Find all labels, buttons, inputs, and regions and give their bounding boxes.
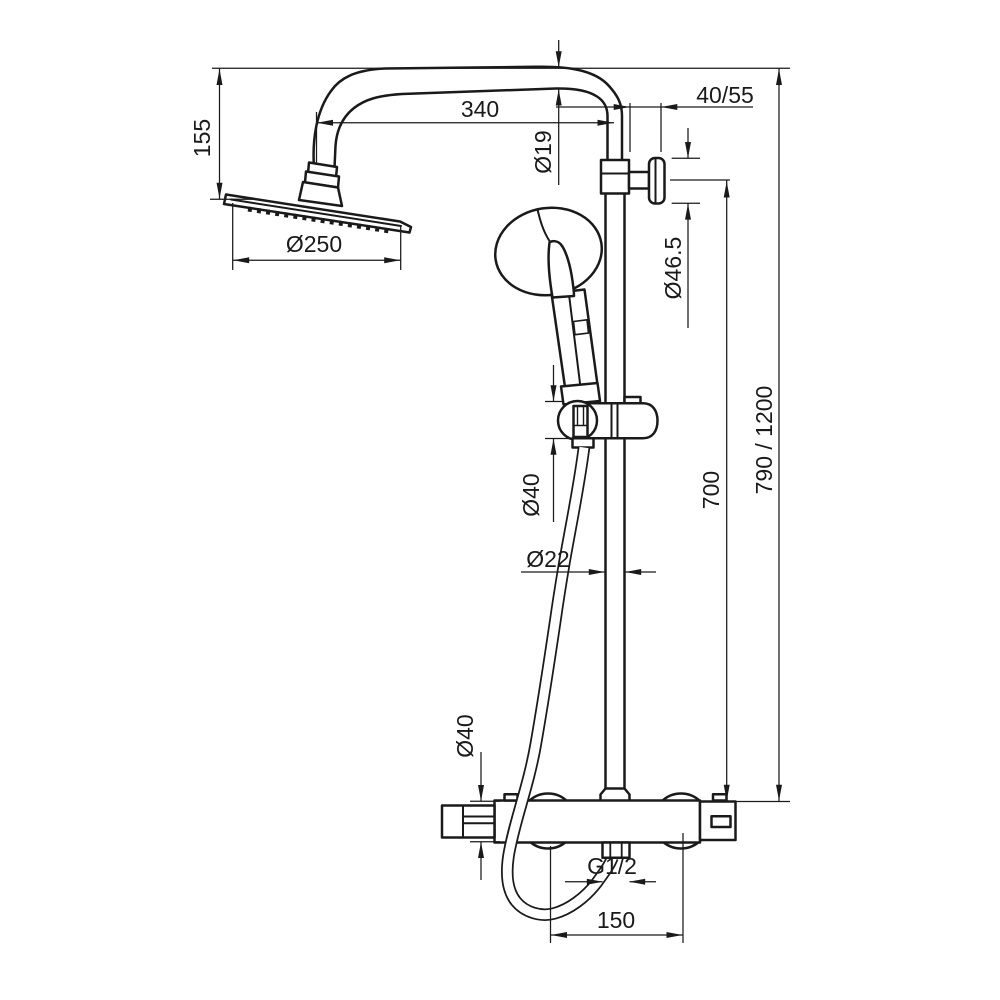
dim-outlet-thread-label: G1/2	[587, 853, 637, 879]
dim-rail-height: 700	[670, 179, 730, 802]
dim-wall-offset-label: 40/55	[696, 82, 754, 108]
mixer-top-tab-left	[503, 793, 519, 802]
dim-mixer-body-diameter: Ø40	[452, 714, 500, 880]
dim-holder-diameter: Ø40	[518, 365, 571, 522]
dim-rail-tube-diameter: Ø22	[521, 546, 656, 575]
dim-rail-tube-diameter-label: Ø22	[526, 546, 569, 572]
bracket-arm	[627, 170, 651, 190]
dim-head-height-label: 155	[189, 119, 215, 157]
shower-hose	[500, 446, 619, 921]
dim-head-width-label: Ø250	[286, 231, 342, 257]
dim-head-width: Ø250	[232, 203, 402, 270]
overhead-shower-head	[222, 161, 413, 234]
dim-rail-height-label: 700	[698, 471, 724, 509]
mixer-top-tab-right	[711, 793, 728, 802]
holder-hose-outlet	[571, 437, 595, 449]
thermostatic-mixer	[440, 792, 737, 850]
dim-wall-offset: 40/55	[556, 82, 754, 152]
handle-end-cap	[559, 381, 602, 406]
dim-mixer-body-diameter-label: Ø40	[452, 714, 478, 757]
shower-arm	[312, 65, 624, 170]
dim-arm-tube-diameter: Ø19	[530, 40, 562, 185]
rail-tube	[604, 191, 626, 792]
hose-core	[502, 446, 617, 920]
wall-bracket	[599, 156, 666, 205]
dim-outlet-thread: G1/2	[565, 853, 656, 885]
arm-tube	[312, 65, 624, 170]
nipple-nut	[601, 841, 631, 860]
dim-arm-length-label: 340	[461, 96, 499, 122]
hand-shower-joint-cone	[547, 239, 576, 299]
rail-base-collar	[599, 787, 631, 803]
dim-overall-height: 790 / 1200	[735, 68, 790, 803]
dim-bracket-knob-diameter-label: Ø46.5	[660, 237, 686, 300]
dim-overall-height-label: 790 / 1200	[751, 386, 777, 495]
dim-inlet-spacing-label: 150	[597, 907, 635, 933]
head-ball-joint	[297, 180, 344, 208]
outlet-nipple	[601, 841, 631, 860]
head-plate-rim	[230, 198, 402, 227]
dim-holder-diameter-label: Ø40	[518, 473, 544, 516]
bracket-knob	[647, 156, 666, 205]
dim-bracket-knob-diameter: Ø46.5	[660, 128, 700, 328]
shower-column-rail	[599, 191, 631, 803]
slider-holder	[556, 395, 659, 449]
hand-shower	[493, 206, 604, 406]
hand-shower-seam	[536, 208, 551, 242]
mixer-left-handle	[440, 804, 496, 839]
holder-tab	[623, 395, 642, 405]
head-nozzles	[247, 206, 391, 234]
dim-arm-tube-diameter-label: Ø19	[530, 130, 556, 173]
dim-head-height: 155	[189, 68, 258, 200]
dim-arm-length: 340	[315, 96, 614, 165]
bracket-clamp	[599, 158, 631, 195]
holder-clamp-screw	[572, 404, 589, 439]
handle-button	[572, 318, 590, 336]
dim-inlet-spacing: 150	[549, 833, 684, 943]
